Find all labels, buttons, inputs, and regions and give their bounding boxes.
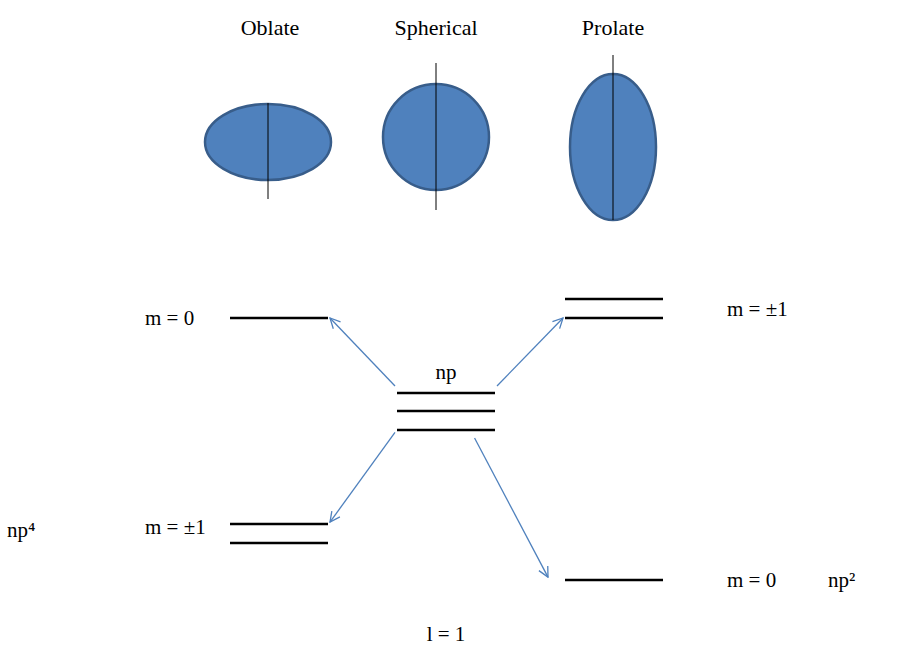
level-line bbox=[565, 298, 663, 301]
symmetry-axis bbox=[613, 55, 614, 220]
level-label: np⁴ bbox=[7, 518, 35, 542]
level-label: m = ±1 bbox=[145, 515, 206, 539]
prolate-shape: Prolate bbox=[560, 8, 666, 224]
symmetry-axis bbox=[268, 103, 269, 199]
transition-arrow bbox=[330, 318, 395, 386]
shape-name: Spherical bbox=[370, 16, 502, 40]
level-line bbox=[230, 317, 328, 320]
energy-level: np bbox=[395, 358, 497, 438]
spherical-shape: Spherical bbox=[370, 8, 502, 214]
shape-name: Prolate bbox=[560, 16, 666, 40]
level-lines bbox=[548, 562, 873, 598]
level-label: m = ±1 bbox=[727, 297, 788, 321]
energy-level: m = 0 np² bbox=[548, 562, 873, 598]
level-line bbox=[565, 579, 663, 582]
symmetry-axis bbox=[436, 63, 437, 210]
level-line bbox=[397, 429, 495, 432]
energy-level: np⁴ m = ±1 bbox=[5, 512, 330, 554]
level-line bbox=[230, 523, 328, 526]
level-label: m = 0 bbox=[145, 306, 194, 330]
level-line bbox=[565, 317, 663, 320]
shape-name: Oblate bbox=[200, 16, 340, 40]
quantum-number-label: l = 1 bbox=[396, 622, 496, 646]
level-line bbox=[397, 392, 495, 395]
level-line bbox=[230, 542, 328, 545]
level-line bbox=[397, 410, 495, 413]
transition-arrow bbox=[330, 432, 395, 522]
transition-arrow bbox=[475, 438, 548, 577]
transition-arrow bbox=[497, 318, 563, 386]
level-label: m = 0 bbox=[727, 568, 776, 592]
energy-level: m = 0 bbox=[140, 303, 330, 333]
level-label: np bbox=[395, 360, 497, 384]
energy-level: m = ±1 bbox=[563, 290, 763, 330]
level-label: np² bbox=[828, 568, 855, 592]
oblate-shape: Oblate bbox=[200, 8, 340, 204]
shape-outline bbox=[560, 8, 666, 224]
